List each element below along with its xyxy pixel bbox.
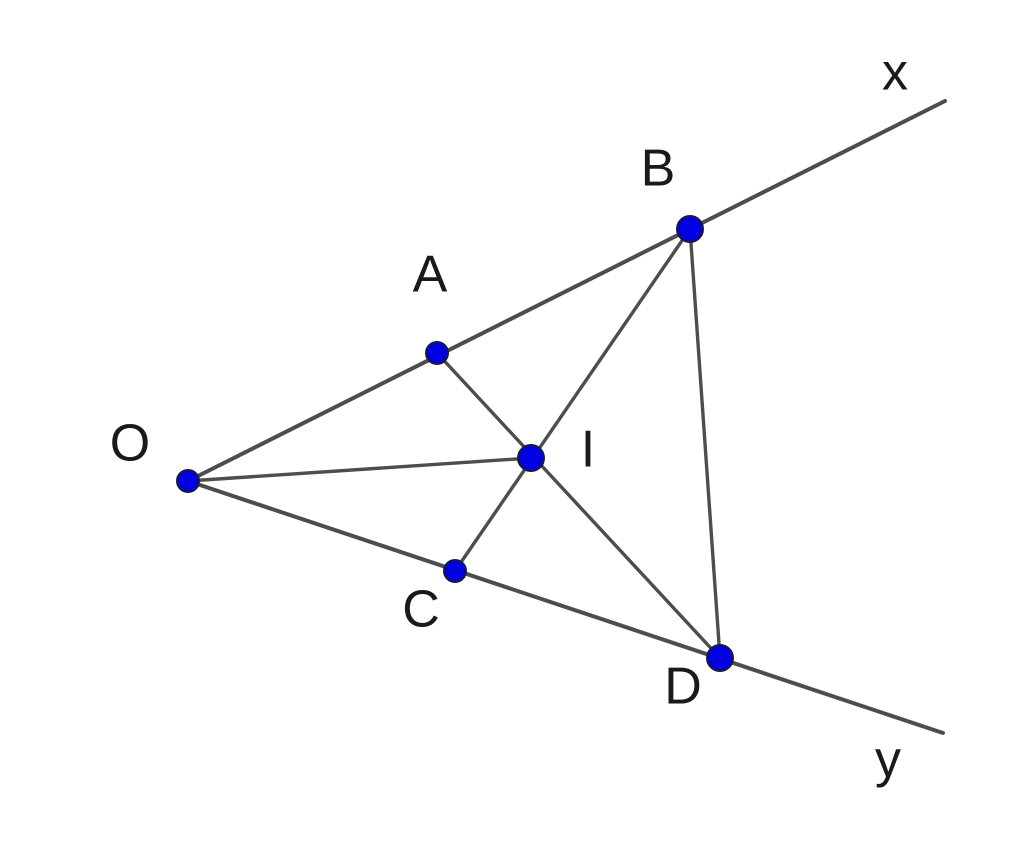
ray-labels-group: x y bbox=[875, 44, 908, 789]
point-B[interactable] bbox=[676, 215, 704, 243]
label-point-I: I bbox=[581, 421, 595, 479]
points-group bbox=[176, 215, 734, 672]
label-ray-x: x bbox=[882, 44, 908, 102]
segment-AD bbox=[435, 351, 722, 660]
label-point-C: C bbox=[402, 581, 440, 639]
segment-CB bbox=[453, 227, 692, 573]
segment-BD bbox=[688, 227, 722, 660]
ray-Oy bbox=[186, 479, 945, 735]
rays-group bbox=[186, 99, 947, 735]
point-O[interactable] bbox=[176, 469, 200, 493]
label-ray-y: y bbox=[875, 731, 901, 789]
point-labels-group: O A B C D I bbox=[110, 140, 702, 716]
point-I[interactable] bbox=[517, 444, 545, 472]
segment-OI bbox=[186, 456, 533, 483]
ray-Ox bbox=[186, 99, 947, 483]
label-point-A: A bbox=[413, 246, 448, 304]
label-point-B: B bbox=[641, 140, 676, 198]
point-D[interactable] bbox=[706, 644, 734, 672]
segments-group bbox=[186, 227, 722, 660]
point-A[interactable] bbox=[425, 341, 449, 365]
label-point-D: D bbox=[664, 658, 702, 716]
point-C[interactable] bbox=[443, 559, 467, 583]
label-point-O: O bbox=[110, 415, 150, 473]
